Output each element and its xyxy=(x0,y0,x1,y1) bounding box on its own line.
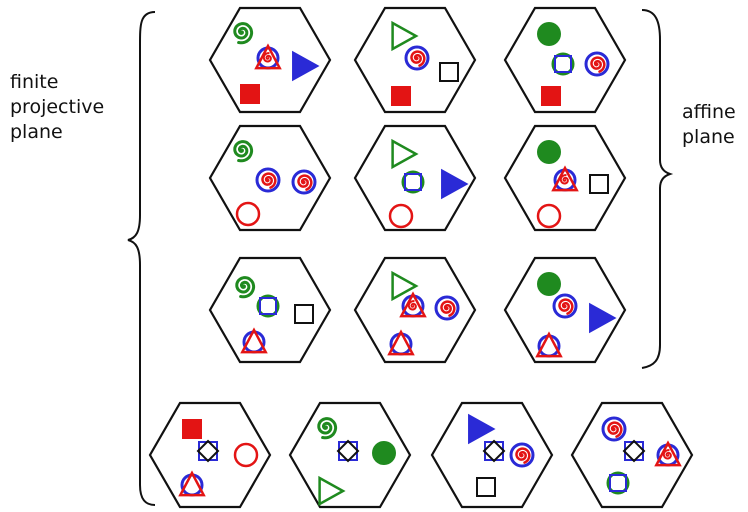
card-3-2 xyxy=(432,403,552,507)
card-hexagon xyxy=(355,8,475,112)
card-2-2 xyxy=(505,258,625,362)
green-solid-circle-symbol xyxy=(537,272,561,296)
card-2-1 xyxy=(355,258,475,362)
card-0-2 xyxy=(505,8,625,112)
card-1-1 xyxy=(355,126,475,230)
card-3-0 xyxy=(150,403,270,507)
card-0-1 xyxy=(355,8,475,112)
card-3-1 xyxy=(290,403,410,507)
card-1-2 xyxy=(505,126,625,230)
label-affine-plane: affine plane xyxy=(682,100,736,150)
card-1-0 xyxy=(210,126,330,230)
card-hexagon xyxy=(150,403,270,507)
green-solid-circle-symbol xyxy=(537,22,561,46)
card-3-3 xyxy=(572,403,692,507)
left-brace xyxy=(128,12,155,505)
right-brace xyxy=(642,10,670,368)
red-solid-square-symbol xyxy=(240,84,260,104)
card-2-0 xyxy=(210,258,330,362)
green-solid-circle-symbol xyxy=(372,441,396,465)
card-0-0 xyxy=(210,8,330,112)
red-solid-square-symbol xyxy=(182,419,202,439)
red-solid-square-symbol xyxy=(541,86,561,106)
cards-layer xyxy=(150,8,692,507)
green-solid-circle-symbol xyxy=(537,140,561,164)
red-solid-square-symbol xyxy=(391,86,411,106)
label-finite-projective-plane: finite projective plane xyxy=(10,70,104,145)
